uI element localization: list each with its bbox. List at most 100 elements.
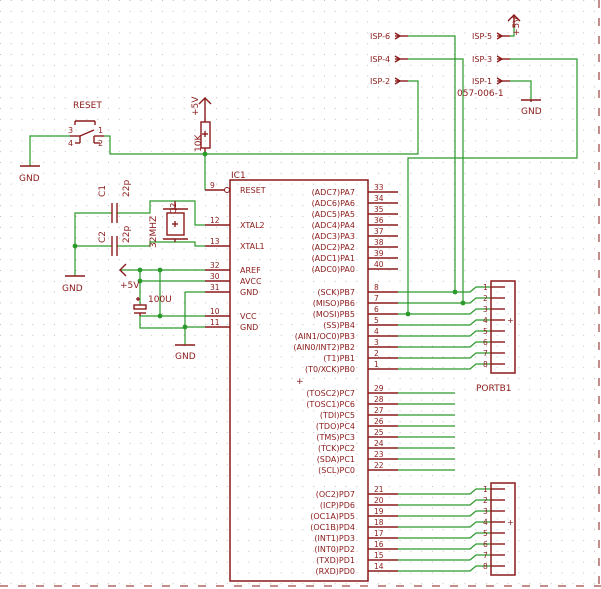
vcc-label-reset: +5V	[191, 96, 201, 116]
port-c-pin-number: 29	[374, 384, 384, 393]
port-b-pin-number: 8	[374, 283, 379, 292]
crystal-value: 32MHZ	[149, 216, 159, 248]
ic-pin-number: 12	[210, 216, 220, 225]
vcc-reset-arrow	[198, 97, 212, 105]
portb-header-pin-number: 2	[483, 294, 488, 303]
vcc-isp-arrow	[507, 14, 521, 22]
port-c-pin-number: 28	[374, 395, 384, 404]
portb-header-pin-number: 7	[483, 349, 488, 358]
ic-body[interactable]	[229, 179, 369, 582]
portd-header-pin-number: 2	[483, 496, 488, 505]
portd-header-pin-number: 1	[483, 485, 488, 494]
isp-connector-arrow	[496, 32, 504, 40]
reset-inversion-bubble	[224, 187, 230, 193]
ic-pin-number: 30	[210, 272, 220, 281]
port-c-pin-number: 24	[374, 439, 384, 448]
junction-dot	[157, 267, 163, 273]
wire-portb-0	[398, 286, 491, 293]
port-a-pin-number: 33	[374, 183, 384, 192]
port-a-pin-label: (ADC2)PA2	[312, 243, 355, 252]
port-c-pin-label: (TMS)PC3	[316, 433, 355, 442]
isp-label-2: ISP-2	[370, 77, 390, 86]
wire-portd-3	[398, 521, 491, 528]
port-b-pin-number: 5	[374, 316, 379, 325]
wire-portb-4	[398, 330, 491, 337]
junction-dot	[137, 267, 143, 273]
port-b-pin-number: 1	[374, 360, 379, 369]
wire-xtal2-c1	[140, 200, 175, 214]
junction-dot	[405, 311, 411, 317]
port-a-pin-label: (ADC5)PA5	[312, 210, 355, 219]
port-c-pin-label: (TDO)PC4	[316, 422, 355, 431]
ic-pin-label: GND	[240, 323, 258, 332]
port-b-pin-label: (MOSI)PB5	[313, 310, 355, 319]
port-b-pin-label: (AIN0/INT2)PB2	[293, 343, 355, 352]
c1-value: 22p	[122, 180, 132, 197]
wire-portd-2	[398, 510, 491, 517]
wire-isp1-gnd	[510, 80, 532, 100]
crystal-body	[166, 212, 185, 236]
wire-portb-1	[398, 297, 491, 304]
reset-switch-label: RESET	[73, 101, 102, 111]
cap100-value: 100U	[148, 295, 172, 305]
port-b-pin-label: (SCK)PB7	[317, 288, 355, 297]
isp-part-label: 057-006-1	[457, 89, 504, 99]
wire-portd-7	[398, 565, 491, 572]
port-a-pin-label: (ADC1)PA1	[312, 254, 355, 263]
port-a-pin-label: (ADC4)PA4	[312, 221, 355, 230]
port-d-pin-label: (OC1A)PD5	[310, 512, 355, 521]
wire-xtal1-c2	[140, 241, 175, 247]
isp-connector-arrow	[394, 32, 402, 40]
portd-header-pin-number: 8	[483, 562, 488, 571]
port-d-pin-label: (OC1B)PD4	[310, 523, 355, 532]
port-a-pin-number: 40	[374, 260, 384, 269]
sw-pin-1: 1	[98, 126, 103, 135]
port-c-pin-number: 22	[374, 461, 384, 470]
portb-header-pin-number: 3	[483, 305, 488, 314]
gnd-label-reset: GND	[19, 174, 40, 184]
port-d-pin-number: 15	[374, 551, 384, 560]
ic-left-pins: RESET9XTAL212XTAL113AREF32AVCC30GND31VCC…	[205, 181, 266, 332]
wire-cap100-bottom	[139, 316, 185, 329]
port-c-pin-label: (SDA)PC1	[317, 455, 355, 464]
wire-portb-6	[398, 352, 491, 359]
wire-isp2-reset	[205, 80, 419, 155]
port-d-pin-number: 20	[374, 496, 384, 505]
wire-portb-5	[398, 341, 491, 348]
port-a-pin-label: (ADC3)PA3	[312, 232, 355, 241]
isp-connector-arrow	[496, 77, 504, 85]
port-c-pin-label: (SCL)PC0	[318, 466, 355, 475]
parts	[20, 14, 541, 346]
port-d-pin-number: 19	[374, 507, 384, 516]
port-c-pin-number: 27	[374, 406, 384, 415]
gnd-label-caps: GND	[62, 284, 83, 294]
portd-header-pin-number: 3	[483, 507, 488, 516]
portd-header-pin-number: 7	[483, 551, 488, 560]
vcc-aref-arrow	[119, 263, 127, 277]
junction-dot	[137, 278, 143, 284]
port-d-pin-number: 17	[374, 529, 384, 538]
port-a-pin-number: 38	[374, 238, 384, 247]
isp-label-5: ISP-5	[472, 32, 492, 41]
portd-header-body[interactable]	[490, 482, 516, 576]
port-a-pin-label: (ADC7)PA7	[312, 188, 355, 197]
wire-portd-5	[398, 543, 491, 550]
wire-isp4-miso	[408, 58, 464, 303]
crystal-ref: Q2	[169, 203, 178, 214]
portb-header-center-mark: +	[507, 316, 514, 325]
port-c-pin-label: (TCK)PC2	[318, 444, 355, 453]
wire-isp6-sck	[408, 35, 456, 292]
wire-portb-3	[398, 319, 491, 326]
portb-header-body[interactable]	[490, 280, 516, 374]
wire-portd-1	[398, 499, 491, 506]
reset-switch-lever	[79, 129, 95, 137]
wire-portd-0	[398, 488, 491, 495]
port-b-pin-label: (T0/XCK)PB0	[305, 365, 355, 374]
ic-pin-number: 10	[210, 307, 220, 316]
port-c-pin-number: 26	[374, 417, 384, 426]
port-c-pin-number: 25	[374, 428, 384, 437]
wire-reset-gnd	[29, 135, 70, 166]
portb-header-pin-number: 5	[483, 327, 488, 336]
